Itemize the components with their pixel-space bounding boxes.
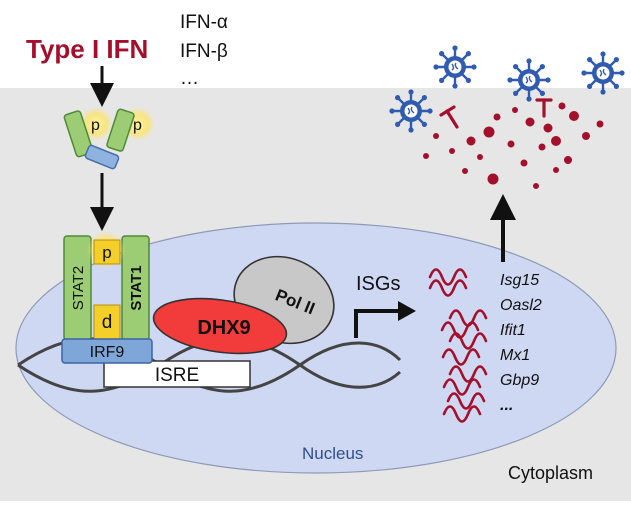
virus-icon [432, 44, 478, 90]
virus-icon [580, 50, 626, 96]
gene-list: Isg15 Oasl2 Ifit1 Mx1 Gbp9 ... [500, 272, 542, 414]
stat-phospho-box [93, 239, 121, 265]
irf9-label: IRF9 [90, 344, 125, 361]
receptor-phospho-left: p [91, 117, 100, 134]
receptor-complex: p p [63, 107, 155, 170]
gene-ifit1: Ifit1 [500, 322, 526, 339]
isre-box [103, 360, 251, 388]
stat1-label: STAT1 [128, 265, 145, 310]
transcription-arrow [354, 309, 400, 338]
gene-oasl2: Oasl2 [500, 297, 542, 314]
irf9-box [61, 338, 153, 364]
ifn-more-label: … [180, 68, 199, 89]
gene-isg15: Isg15 [500, 272, 539, 289]
virus-icon [506, 57, 552, 103]
receptor-subunit-right [106, 108, 135, 152]
virus-icon [388, 88, 434, 134]
isg-protein-dots [423, 102, 604, 189]
isre-label: ISRE [155, 365, 199, 386]
dhx9-ellipse [152, 297, 288, 355]
dhx9-label: DHX9 [197, 317, 250, 339]
restriction-factor-marks [439, 98, 553, 129]
ifn-alpha-label: IFN-α [180, 12, 228, 33]
isgs-label: ISGs [356, 273, 400, 295]
gene-gbp9: Gbp9 [500, 372, 539, 389]
stat-d-label: d [102, 312, 113, 333]
gene-more: ... [500, 397, 513, 414]
gene-mx1: Mx1 [500, 347, 530, 364]
ifn-beta-label: IFN-β [180, 41, 228, 62]
type-i-ifn-title: Type I IFN [26, 34, 148, 64]
stat-complex: p d STAT2 STAT1 IRF9 [61, 231, 153, 364]
stat2-label: STAT2 [70, 266, 87, 310]
stat-phospho-label: p [102, 243, 111, 262]
cytoplasm-label: Cytoplasm [508, 463, 593, 483]
nucleus-label: Nucleus [302, 444, 363, 463]
export-arrow-head [490, 194, 516, 220]
receptor-blue-subunit [84, 144, 120, 170]
receptor-phospho-right: p [133, 117, 142, 134]
stat-d-box [93, 304, 121, 340]
